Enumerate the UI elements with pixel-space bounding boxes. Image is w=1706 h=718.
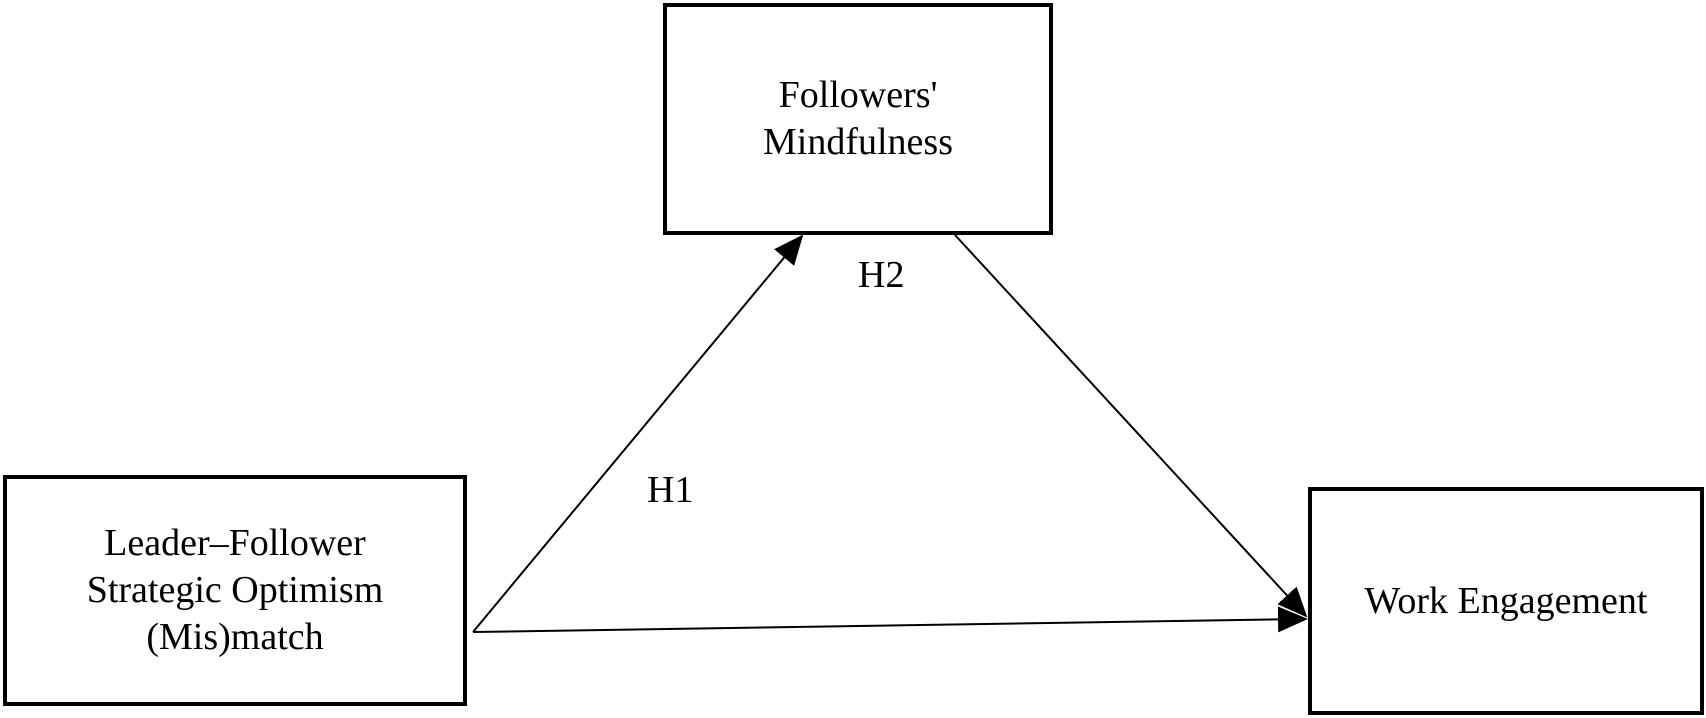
mediator-label: Followers' Mindfulness bbox=[763, 72, 953, 166]
outcome-box: Work Engagement bbox=[1308, 487, 1704, 715]
path-label-h1: H1 bbox=[647, 469, 694, 511]
predictor-label: Leader–Follower Strategic Optimism (Mis)… bbox=[87, 520, 384, 661]
mediator-label-line-1: Followers' bbox=[778, 74, 938, 116]
arrow-predictor-to-outcome bbox=[472, 606, 1308, 633]
predictor-box: Leader–Follower Strategic Optimism (Mis)… bbox=[3, 475, 467, 706]
outcome-label: Work Engagement bbox=[1365, 578, 1648, 625]
path-label-h2: H2 bbox=[858, 254, 905, 296]
predictor-label-line-1: Leader–Follower bbox=[104, 522, 366, 564]
predictor-label-line-3: (Mis)match bbox=[146, 616, 324, 658]
predictor-label-line-2: Strategic Optimism bbox=[86, 569, 384, 611]
mediator-label-line-2: Mindfulness bbox=[763, 121, 953, 163]
arrow-predictor-to-mediator bbox=[472, 234, 804, 633]
outcome-label-line-1: Work Engagement bbox=[1364, 579, 1648, 622]
mediator-box: Followers' Mindfulness bbox=[663, 3, 1053, 235]
arrow-mediator-to-outcome bbox=[954, 234, 1308, 618]
